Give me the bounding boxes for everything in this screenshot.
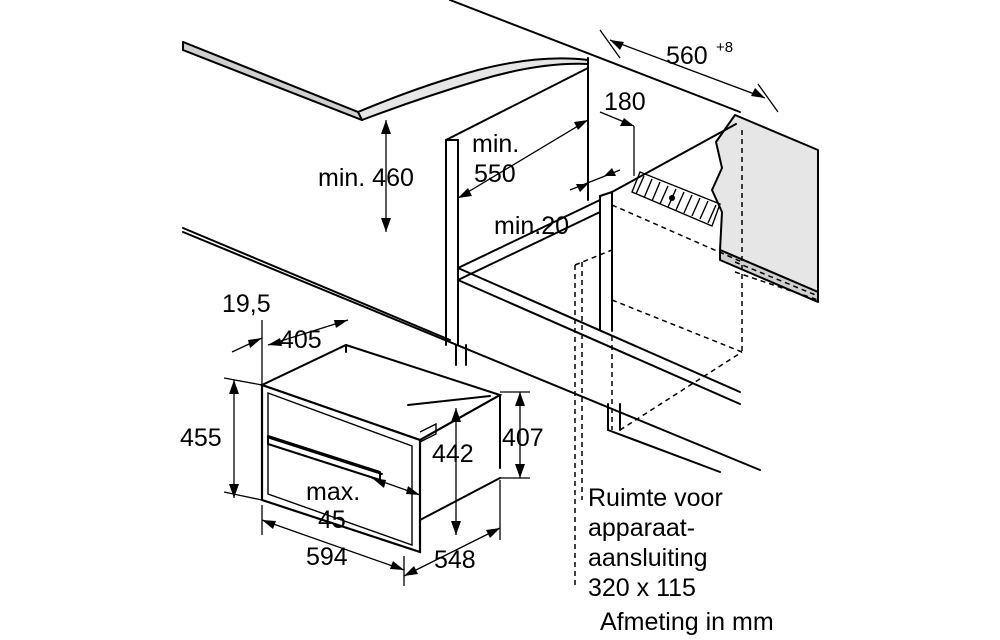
label-min-550-line2: 550 [474, 160, 516, 188]
label-442: 442 [432, 440, 474, 468]
label-548: 548 [434, 546, 476, 574]
label-min-550-line1: min. [472, 130, 519, 158]
label-max-45-line1: max. [306, 478, 360, 506]
label-min-460: min. 460 [318, 164, 414, 192]
units-note: Afmeting in mm [600, 608, 774, 636]
label-max-45-line2: 45 [318, 506, 346, 534]
worktop-right [711, 114, 819, 303]
oven [259, 343, 503, 554]
dimension-lines [223, 29, 779, 586]
note-line-2: apparaat- [588, 514, 695, 542]
dimension-labels: 560 +8 180 min. 460 min. 550 min.20 19,5… [180, 39, 733, 574]
label-19-5: 19,5 [222, 290, 271, 318]
connection-note: Ruimte voor apparaat- aansluiting 320 x … [588, 484, 723, 602]
label-180: 180 [604, 88, 646, 116]
room-lines [182, 0, 761, 471]
note-line-4: 320 x 115 [588, 574, 696, 602]
label-405: 405 [280, 326, 322, 354]
label-407: 407 [502, 424, 544, 452]
connection-space [631, 171, 721, 227]
worktop-left [182, 41, 589, 121]
cabinet [445, 67, 743, 473]
note-line-1: Ruimte voor [588, 484, 723, 512]
connection-leader [574, 249, 613, 585]
label-min-20: min.20 [494, 212, 569, 240]
label-counter-depth: 560 [666, 42, 708, 70]
label-455: 455 [180, 424, 222, 452]
note-line-3: aansluiting [588, 544, 708, 572]
label-594: 594 [306, 543, 348, 571]
label-counter-depth-sup: +8 [716, 39, 733, 56]
